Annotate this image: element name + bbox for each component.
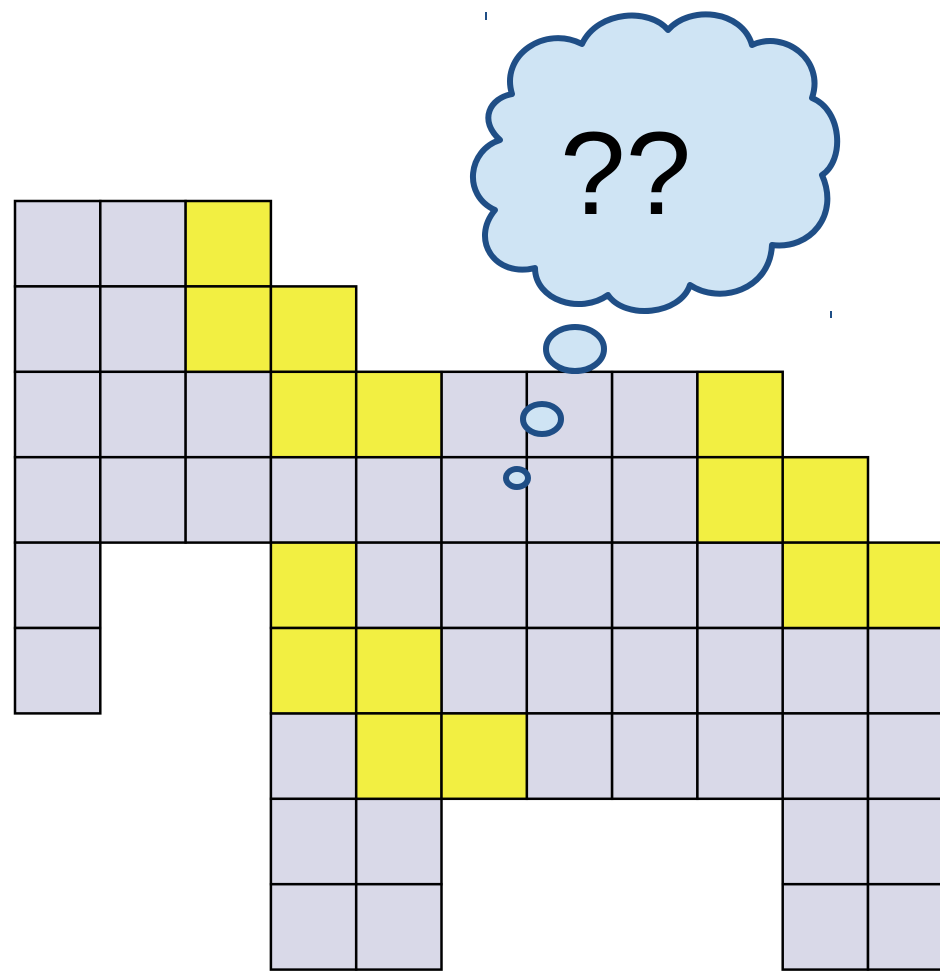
grid-cell bbox=[15, 201, 100, 286]
grid-cell bbox=[612, 372, 697, 457]
thought-bubble-medium bbox=[523, 404, 561, 434]
grid-cell bbox=[271, 884, 356, 969]
grid-cell-highlighted bbox=[186, 286, 271, 371]
thought-bubble-large bbox=[546, 327, 604, 371]
grid-cell bbox=[527, 713, 612, 798]
grid-cell bbox=[356, 884, 441, 969]
grid-cell bbox=[697, 543, 782, 628]
grid-cell bbox=[868, 628, 940, 713]
grid-cell bbox=[100, 457, 185, 542]
grid-cell bbox=[783, 628, 868, 713]
grid-cell-highlighted bbox=[783, 543, 868, 628]
grid-cell bbox=[442, 628, 527, 713]
grid-cell bbox=[697, 713, 782, 798]
grid-cell-highlighted bbox=[271, 628, 356, 713]
grid-cell bbox=[271, 457, 356, 542]
grid-cell bbox=[15, 543, 100, 628]
grid-cell bbox=[442, 372, 527, 457]
grid-cell-highlighted bbox=[442, 713, 527, 798]
grid-cell bbox=[442, 543, 527, 628]
grid-cells bbox=[15, 201, 940, 970]
grid-cell bbox=[868, 884, 940, 969]
thought-bubble-small bbox=[506, 469, 528, 487]
grid-cell-highlighted bbox=[697, 372, 782, 457]
grid-cell-highlighted bbox=[271, 372, 356, 457]
grid-cell bbox=[15, 286, 100, 371]
grid-cell bbox=[527, 628, 612, 713]
grid-cell bbox=[612, 628, 697, 713]
grid-cell-highlighted bbox=[271, 286, 356, 371]
grid-cell-highlighted bbox=[783, 457, 868, 542]
grid-cell-highlighted bbox=[356, 372, 441, 457]
grid-cell bbox=[271, 713, 356, 798]
grid-cell bbox=[100, 372, 185, 457]
grid-cell-highlighted bbox=[697, 457, 782, 542]
grid-cell-highlighted bbox=[186, 201, 271, 286]
grid-cell bbox=[356, 457, 441, 542]
grid-cell bbox=[612, 543, 697, 628]
thought-cloud-text: ?? bbox=[560, 108, 691, 240]
grid-cell bbox=[868, 713, 940, 798]
grid-cell bbox=[868, 799, 940, 884]
grid-cell bbox=[186, 372, 271, 457]
grid-cell bbox=[783, 884, 868, 969]
grid-cell-highlighted bbox=[356, 713, 441, 798]
grid-cell bbox=[186, 457, 271, 542]
grid-cell-highlighted bbox=[356, 628, 441, 713]
grid-cell bbox=[100, 286, 185, 371]
grid-cell bbox=[271, 799, 356, 884]
grid-cell bbox=[783, 799, 868, 884]
grid-cell-highlighted bbox=[868, 543, 940, 628]
grid-cell bbox=[15, 457, 100, 542]
grid-cell-highlighted bbox=[271, 543, 356, 628]
grid-cell bbox=[356, 799, 441, 884]
grid-cell bbox=[15, 372, 100, 457]
grid-cell bbox=[356, 543, 441, 628]
grid-cell bbox=[612, 713, 697, 798]
grid-cell bbox=[527, 457, 612, 542]
grid-cell bbox=[527, 543, 612, 628]
grid-cell bbox=[783, 713, 868, 798]
grid-cell bbox=[697, 628, 782, 713]
grid-cell bbox=[15, 628, 100, 713]
grid-cell bbox=[100, 201, 185, 286]
grid-cell bbox=[612, 457, 697, 542]
